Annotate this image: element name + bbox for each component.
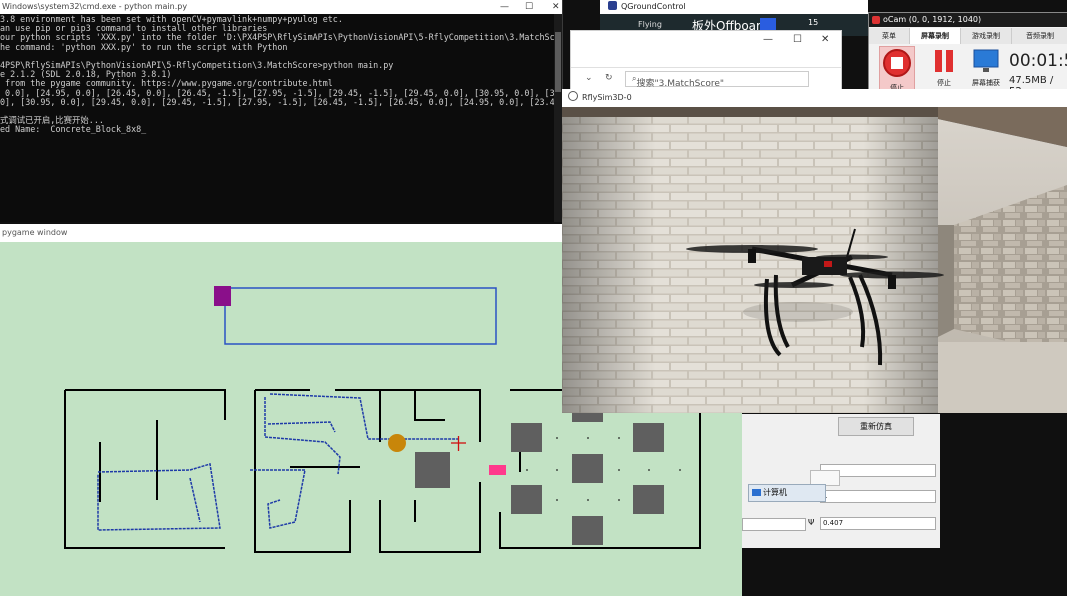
qgc-title: QGroundControl — [621, 2, 686, 11]
explorer-addressbar: ⌄ ↻ ⌕ 搜索"3.MatchScore" — [571, 67, 841, 90]
cmd-line: e 2.1.2 (SDL 2.0.18, Python 3.8.1) — [0, 69, 172, 80]
minimize-icon[interactable]: — — [763, 34, 773, 45]
pause-icon — [935, 50, 953, 72]
refresh-icon[interactable]: ↻ — [605, 73, 613, 83]
cmd-line: he command: 'python XXX.py' to run the s… — [0, 41, 288, 52]
taskbar-item-computer[interactable]: 计算机 — [748, 484, 826, 502]
computer-icon — [752, 489, 761, 496]
stop-label: 停止 — [937, 79, 951, 87]
psi-field[interactable]: 0.407 — [820, 517, 936, 530]
stop-button[interactable]: 停止 — [925, 46, 963, 90]
tab-game-record[interactable]: 游戏录制 — [961, 28, 1012, 44]
maze-map — [64, 286, 701, 553]
tab-screen-record[interactable]: 屏幕录制 — [910, 28, 961, 44]
chevron-down-icon[interactable]: ⌄ — [585, 73, 593, 83]
landing-target — [489, 465, 506, 475]
cmd-title: Windows\system32\cmd.exe - python main.p… — [2, 2, 188, 11]
psi-label: Ψ — [808, 518, 815, 527]
taskbar-item-label: 计算机 — [763, 488, 787, 497]
record-button[interactable]: 停止 — [879, 46, 915, 92]
cmd-line: 式调试已开启,比赛开始... — [0, 115, 104, 126]
recording-timer: 00:01:5 — [1009, 51, 1067, 71]
tab-audio-record[interactable]: 音频录制 — [1012, 28, 1067, 44]
rflysim-viewport — [562, 107, 1067, 413]
close-icon[interactable]: ✕ — [552, 2, 560, 12]
cmd-scroll-thumb[interactable] — [555, 32, 561, 92]
rflysim-app-icon — [568, 91, 578, 101]
screen-capture-button[interactable]: 屏幕捕获 — [967, 46, 1005, 90]
ocam-tabs: 菜单 屏幕录制 游戏录制 音频录制 — [869, 28, 1067, 44]
pygame-titlebar[interactable]: pygame window — [0, 224, 564, 242]
cmd-line: from the pygame community. https://www.p… — [0, 78, 333, 89]
param-field[interactable] — [742, 518, 806, 531]
sim-control-panel: 重新仿真 1 Ψ 0.407 — [742, 414, 940, 548]
cmd-line: ed Name: Concrete_Block_8x8_ — [0, 124, 147, 135]
cmd-line: 0.0], [24.95, 0.0], [26.45, 0.0], [26.45… — [0, 87, 560, 98]
ocam-title: oCam (0, 0, 1912, 1040) — [883, 15, 982, 24]
ocam-app-icon — [872, 16, 880, 24]
search-input[interactable]: ⌕ 搜索"3.MatchScore" — [625, 71, 809, 89]
rflysim-titlebar[interactable]: RflySim3D-0 — [562, 89, 1067, 107]
gate-frame — [224, 287, 497, 345]
waypoint-dots — [526, 437, 681, 501]
satellite-count: 15 — [808, 18, 819, 27]
close-icon[interactable]: ✕ — [821, 34, 830, 45]
flight-mode[interactable]: 板外Offboard — [692, 19, 769, 33]
record-label: 停止 — [890, 84, 904, 92]
explorer-window: — ☐ ✕ ⌄ ↻ ⌕ 搜索"3.MatchScore" — [570, 30, 842, 94]
qgc-app-icon — [608, 1, 617, 10]
cmd-window: Windows\system32\cmd.exe - python main.p… — [0, 0, 563, 222]
flight-path — [97, 393, 458, 531]
cmd-line: 3.8 environment has been set with openCV… — [0, 14, 343, 24]
record-icon — [883, 49, 911, 77]
cmd-line: 0], [30.95, 0.0], [29.45, 0.0], [29.45, … — [0, 96, 560, 107]
screen-capture-label: 屏幕捕获 — [972, 79, 1000, 87]
battery-icon — [760, 18, 776, 32]
cmd-scrollbar[interactable] — [554, 14, 562, 222]
obstacles — [415, 410, 664, 545]
ocam-window: oCam (0, 0, 1912, 1040) 菜单 屏幕录制 游戏录制 音频录… — [868, 12, 1067, 97]
rflysim-title: RflySim3D-0 — [582, 93, 632, 102]
start-marker — [214, 286, 231, 306]
drone-model — [686, 228, 944, 366]
monitor-icon — [973, 49, 999, 72]
ocam-titlebar[interactable]: oCam (0, 0, 1912, 1040) — [869, 13, 1067, 27]
cmd-titlebar[interactable]: Windows\system32\cmd.exe - python main.p… — [0, 0, 562, 14]
pygame-title: pygame window — [2, 228, 68, 237]
cmd-line: an use pip or pip3 command to install ot… — [0, 23, 268, 34]
tab-menu[interactable]: 菜单 — [869, 28, 910, 44]
maximize-icon[interactable]: ☐ — [525, 2, 534, 12]
search-placeholder: 搜索"3.MatchScore" — [636, 79, 725, 89]
drone-marker — [388, 434, 406, 452]
restart-sim-button[interactable]: 重新仿真 — [838, 417, 914, 436]
target-crosshair — [451, 436, 466, 451]
cmd-line: our python scripts 'XXX.py' into the fol… — [0, 32, 560, 43]
maximize-icon[interactable]: ☐ — [793, 34, 802, 45]
rflysim-scene — [562, 107, 1067, 413]
flight-status[interactable]: Flying — [638, 20, 662, 29]
param-field[interactable]: 1 — [820, 490, 936, 503]
minimize-icon[interactable]: — — [500, 2, 509, 12]
qgc-titlebar[interactable]: QGroundControl — [600, 0, 868, 14]
cmd-line: 4PSP\RflySimAPIs\PythonVisionAPI\5-RflyC… — [0, 60, 394, 71]
cmd-output: 3.8 environment has been set with openCV… — [0, 14, 560, 135]
